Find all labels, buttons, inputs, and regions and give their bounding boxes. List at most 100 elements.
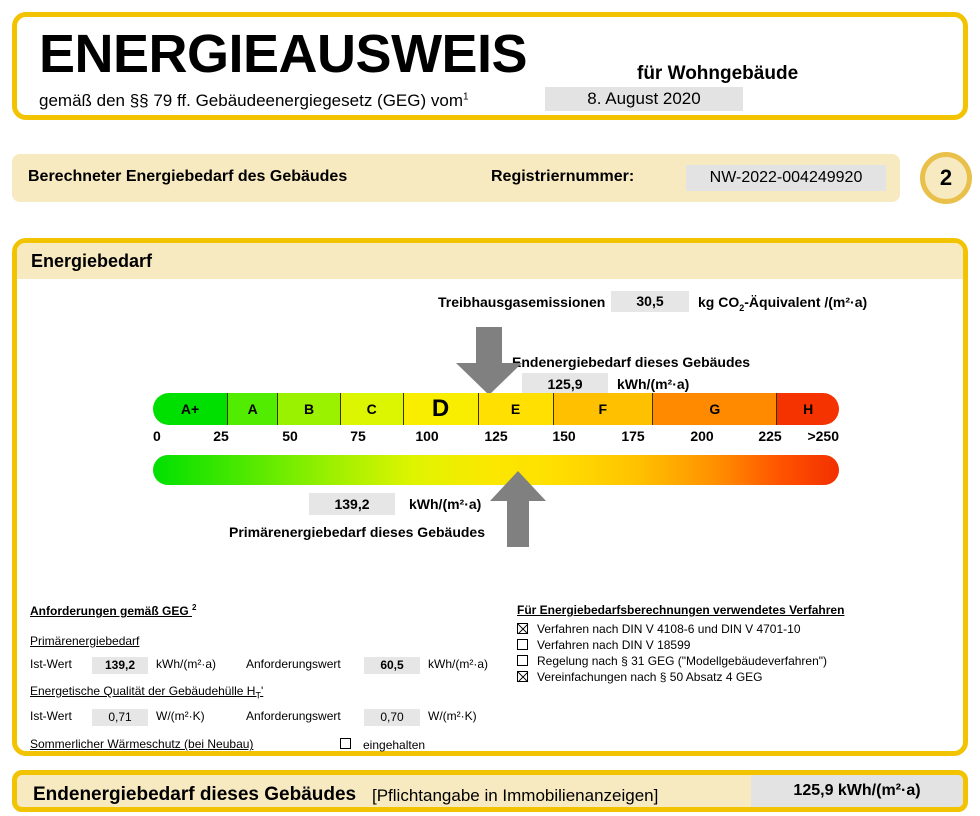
method-option-2[interactable]: Verfahren nach DIN V 18599 xyxy=(517,637,957,653)
requirements-heading-footnote: 2 xyxy=(192,603,197,612)
footer-value: 125,9 kWh/(m²·a) xyxy=(751,775,963,807)
energy-demand-panel: Energiebedarf Treibhausgasemissionen 30,… xyxy=(12,238,968,756)
end-energy-label: Endenergiebedarf dieses Gebäudes xyxy=(512,354,751,370)
envelope-subheading-sub: T xyxy=(255,690,261,701)
method-option-2-label: Verfahren nach DIN V 18599 xyxy=(537,638,691,652)
registration-number-value: NW-2022-004249920 xyxy=(686,165,886,191)
summer-protection-row: Sommerlicher Wärmeschutz (bei Neubau) ei… xyxy=(30,736,500,754)
scale-segment-g: G xyxy=(652,393,777,425)
scale-label-c: C xyxy=(366,401,377,417)
scale-segment-f: F xyxy=(552,393,653,425)
method-option-1-label: Verfahren nach DIN V 4108-6 und DIN V 47… xyxy=(537,622,801,636)
ghg-emissions-label: Treibhausgasemissionen xyxy=(438,294,606,310)
primary-energy-value: 139,2 xyxy=(309,493,395,515)
energy-class-scale: A+ A B C D E F G H xyxy=(153,393,839,425)
checkbox-icon[interactable] xyxy=(517,655,528,666)
summer-protection-checkbox[interactable] xyxy=(340,737,351,751)
scale-tick-125: 125 xyxy=(484,428,508,444)
method-option-3[interactable]: Regelung nach § 31 GEG ("Modellgebäudeve… xyxy=(517,653,957,669)
method-option-4-label: Vereinfachungen nach § 50 Absatz 4 GEG xyxy=(537,670,763,684)
requirements-column: Anforderungen gemäß GEG 2 Primärenergieb… xyxy=(30,603,500,754)
ghg-unit-post: -Äquivalent /(m²·a) xyxy=(744,294,868,310)
ghg-emissions-value: 30,5 xyxy=(611,291,689,312)
primary-energy-label: Primärenergiebedarf dieses Gebäudes xyxy=(229,524,485,540)
scale-tick-25: 25 xyxy=(213,428,229,444)
energy-class-scale-bar: A+ A B C D E F G H xyxy=(153,393,839,425)
ghg-unit-subscript: 2 xyxy=(739,302,745,313)
summer-protection-label: Sommerlicher Wärmeschutz (bei Neubau) xyxy=(30,737,254,752)
checkbox-checked-icon[interactable] xyxy=(517,671,528,682)
footer-panel: Endenergiebedarf dieses Gebäudes [Pflich… xyxy=(12,770,968,812)
scale-tick-75: 75 xyxy=(350,428,366,444)
summer-protection-checkbox-label: eingehalten xyxy=(363,738,426,753)
footer-note: [Pflichtangabe in Immobilienanzeigen] xyxy=(372,786,659,805)
title-subtitle: für Wohngebäude xyxy=(637,63,799,84)
scale-segment-a: A xyxy=(226,393,278,425)
scale-label-a-plus: A+ xyxy=(180,401,200,417)
end-energy-marker-arrow-down-icon xyxy=(456,327,522,395)
ghg-emissions-unit: kg CO2-Äquivalent /(m²·a) xyxy=(698,294,867,313)
pe-actual-label: Ist-Wert xyxy=(30,657,72,671)
scale-segment-e: E xyxy=(477,393,553,425)
scale-label-f: F xyxy=(598,401,608,417)
primary-energy-requirement-row: Ist-Wert 139,2 kWh/(m²·a) Anforderungswe… xyxy=(30,655,500,675)
scale-label-a: A xyxy=(247,401,258,417)
legal-basis-text: gemäß den §§ 79 ff. Gebäudeenergiegesetz… xyxy=(39,91,469,111)
scale-tick-150: 150 xyxy=(552,428,576,444)
end-energy-unit: kWh/(m²·a) xyxy=(617,376,690,392)
primary-energy-subheading: Primärenergiebedarf xyxy=(30,634,140,648)
pe-required-label: Anforderungswert xyxy=(246,657,341,671)
legal-basis-label: gemäß den §§ 79 ff. Gebäudeenergiegesetz… xyxy=(39,91,463,110)
scale-tick-50: 50 xyxy=(282,428,298,444)
method-option-3-label: Regelung nach § 31 GEG ("Modellgebäudeve… xyxy=(537,654,828,668)
page-title: ENERGIEAUSWEIS xyxy=(39,24,528,84)
ghg-unit-pre: kg CO xyxy=(698,294,740,310)
pe-required-value: 60,5 xyxy=(364,657,420,674)
primary-energy-marker-arrow-up-icon xyxy=(490,471,546,547)
footer-label: Endenergiebedarf dieses Gebäudes xyxy=(33,784,357,805)
scale-tick-175: 175 xyxy=(621,428,645,444)
scale-label-d: D xyxy=(431,395,450,422)
scale-tick-0: 0 xyxy=(153,428,161,444)
page-number-badge: 2 xyxy=(920,152,972,204)
scale-tick-100: 100 xyxy=(415,428,439,444)
envelope-subheading: Energetische Qualität der Gebäudehülle H… xyxy=(30,684,500,700)
energy-scale-tick-labels: 0 25 50 75 100 125 150 175 200 225 >250 xyxy=(153,428,853,448)
env-required-unit: W/(m²·K) xyxy=(428,709,477,724)
title-panel: ENERGIEAUSWEIS für Wohngebäude gemäß den… xyxy=(12,12,968,120)
scale-tick-250: >250 xyxy=(807,428,839,444)
checkbox-icon[interactable] xyxy=(340,738,351,750)
scale-label-h: H xyxy=(803,401,814,417)
scale-segment-d: D xyxy=(402,393,478,425)
energy-demand-header: Energiebedarf xyxy=(17,243,963,279)
scale-segment-c: C xyxy=(339,393,403,425)
env-actual-unit: W/(m²·K) xyxy=(156,709,205,724)
section-header-strip: Berechneter Energiebedarf des Gebäudes R… xyxy=(12,154,900,202)
calculation-method-heading: Für Energiebedarfsberechnungen verwendet… xyxy=(517,603,845,617)
primary-energy-gradient-bar xyxy=(153,455,839,485)
env-actual-value: 0,71 xyxy=(92,709,148,727)
scale-segment-h: H xyxy=(776,393,839,425)
scale-label-e: E xyxy=(510,401,521,417)
pe-actual-unit: kWh/(m²·a) xyxy=(156,657,216,671)
method-option-1[interactable]: Verfahren nach DIN V 4108-6 und DIN V 47… xyxy=(517,621,957,637)
env-actual-label: Ist-Wert xyxy=(30,709,72,724)
scale-segment-a-plus: A+ xyxy=(153,393,227,425)
envelope-requirement-row: Ist-Wert 0,71 W/(m²·K) Anforderungswert … xyxy=(30,707,500,727)
scale-segment-b: B xyxy=(277,393,340,425)
method-option-4[interactable]: Vereinfachungen nach § 50 Absatz 4 GEG xyxy=(517,669,957,685)
end-energy-value: 125,9 xyxy=(522,373,608,395)
checkbox-icon[interactable] xyxy=(517,639,528,650)
registration-number-label: Registriernummer: xyxy=(491,168,635,185)
env-required-value: 0,70 xyxy=(364,709,420,727)
legal-date-value: 8. August 2020 xyxy=(545,87,743,111)
requirements-heading: Anforderungen gemäß GEG 2 xyxy=(30,603,500,618)
checkbox-checked-icon[interactable] xyxy=(517,623,528,634)
primary-energy-unit: kWh/(m²·a) xyxy=(409,496,482,512)
legal-footnote-marker: 1 xyxy=(463,91,469,103)
env-required-label: Anforderungswert xyxy=(246,709,341,724)
section-header-title: Berechneter Energiebedarf des Gebäudes xyxy=(28,168,348,185)
envelope-subheading-post: ' xyxy=(260,684,264,698)
scale-tick-200: 200 xyxy=(690,428,714,444)
